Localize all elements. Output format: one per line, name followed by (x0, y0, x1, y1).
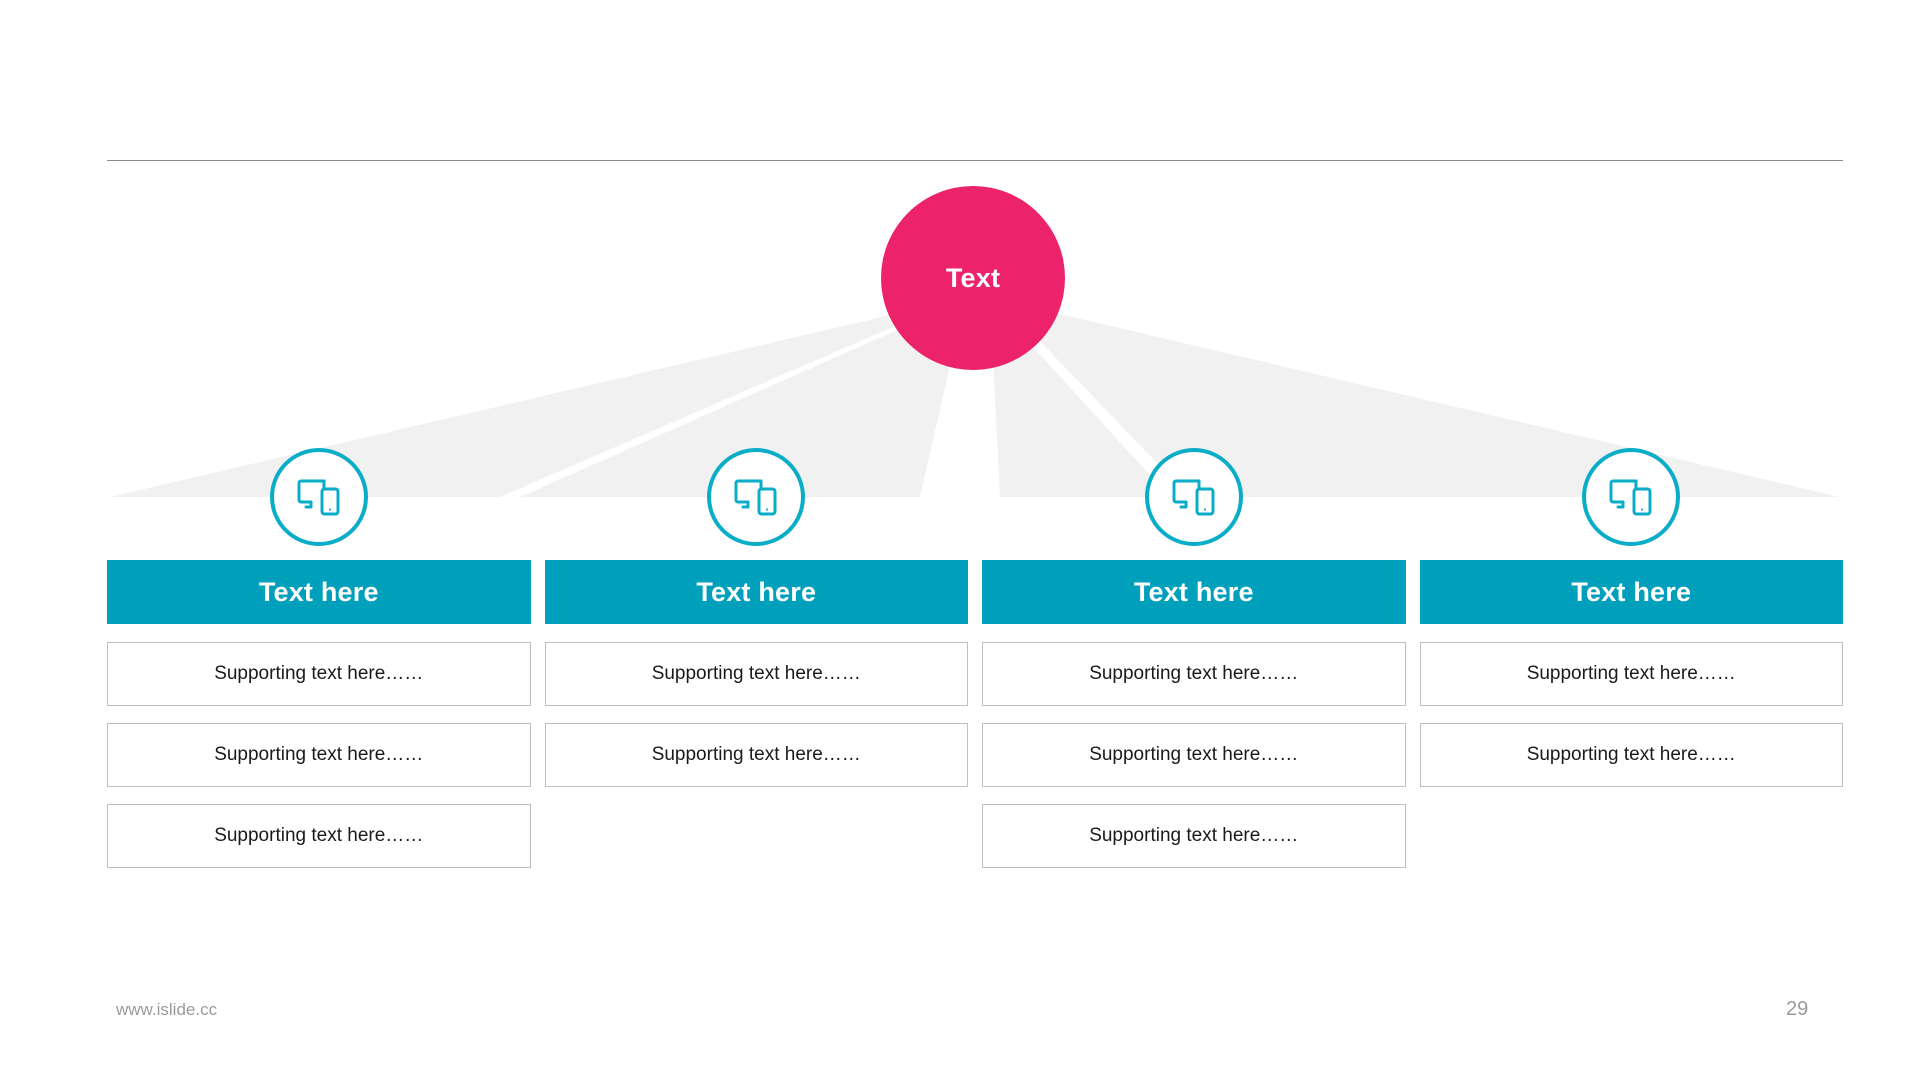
column-header-4[interactable]: Text here (1419, 560, 1843, 624)
page-number: 29 (1786, 998, 1809, 1020)
column-header-1[interactable]: Text here (107, 560, 531, 624)
column-2: Text here Supporting text here…… Support… (544, 448, 969, 928)
column-3: Text here Supporting text here…… Support… (982, 448, 1406, 928)
column-header-label-2: Text here (696, 576, 817, 607)
column-header-label-1: Text here (258, 576, 379, 607)
supporting-cell[interactable]: Supporting text here…… (107, 642, 531, 706)
hub-label: Text (945, 262, 1001, 293)
devices-icon (1171, 476, 1217, 518)
devices-icon (296, 476, 342, 518)
devices-icon-badge-4[interactable] (1582, 448, 1681, 546)
column-cells-4: Supporting text here…… Supporting text h… (1419, 642, 1843, 787)
supporting-cell[interactable]: Supporting text here…… (107, 723, 531, 787)
column-header-label-4: Text here (1571, 576, 1692, 607)
devices-icon-badge-3[interactable] (1144, 448, 1243, 546)
icon-badge-wrap-1 (107, 448, 531, 560)
icon-badge-wrap-2 (545, 448, 969, 560)
supporting-cell[interactable]: Supporting text here…… (107, 804, 531, 868)
supporting-cell[interactable]: Supporting text here…… (1419, 723, 1843, 787)
devices-icon-badge-1[interactable] (269, 448, 368, 546)
column-cells-2: Supporting text here…… Supporting text h… (544, 642, 968, 787)
supporting-cell[interactable]: Supporting text here…… (1419, 642, 1843, 706)
column-header-3[interactable]: Text here (982, 560, 1406, 624)
column-1: Text here Supporting text here…… Support… (107, 448, 531, 928)
supporting-cell[interactable]: Supporting text here…… (982, 723, 1406, 787)
supporting-cell[interactable]: Supporting text here…… (544, 723, 968, 787)
column-header-label-3: Text here (1133, 576, 1254, 607)
devices-icon (733, 476, 779, 518)
columns-container: Text here Supporting text here…… Support… (107, 448, 1843, 928)
column-4: Text here Supporting text here…… Support… (1419, 448, 1844, 928)
icon-badge-wrap-4 (1420, 448, 1844, 560)
column-cells-3: Supporting text here…… Supporting text h… (982, 642, 1406, 868)
supporting-cell[interactable]: Supporting text here…… (982, 804, 1406, 868)
footer-url[interactable]: www.islide.cc (116, 1000, 218, 1019)
header-divider (107, 160, 1843, 161)
hub-circle[interactable]: Text (881, 186, 1065, 370)
column-cells-1: Supporting text here…… Supporting text h… (107, 642, 531, 868)
devices-icon-badge-2[interactable] (707, 448, 806, 546)
devices-icon (1608, 476, 1654, 518)
icon-badge-wrap-3 (982, 448, 1406, 560)
supporting-cell[interactable]: Supporting text here…… (982, 642, 1406, 706)
supporting-cell[interactable]: Supporting text here…… (544, 642, 968, 706)
column-header-2[interactable]: Text here (544, 560, 968, 624)
